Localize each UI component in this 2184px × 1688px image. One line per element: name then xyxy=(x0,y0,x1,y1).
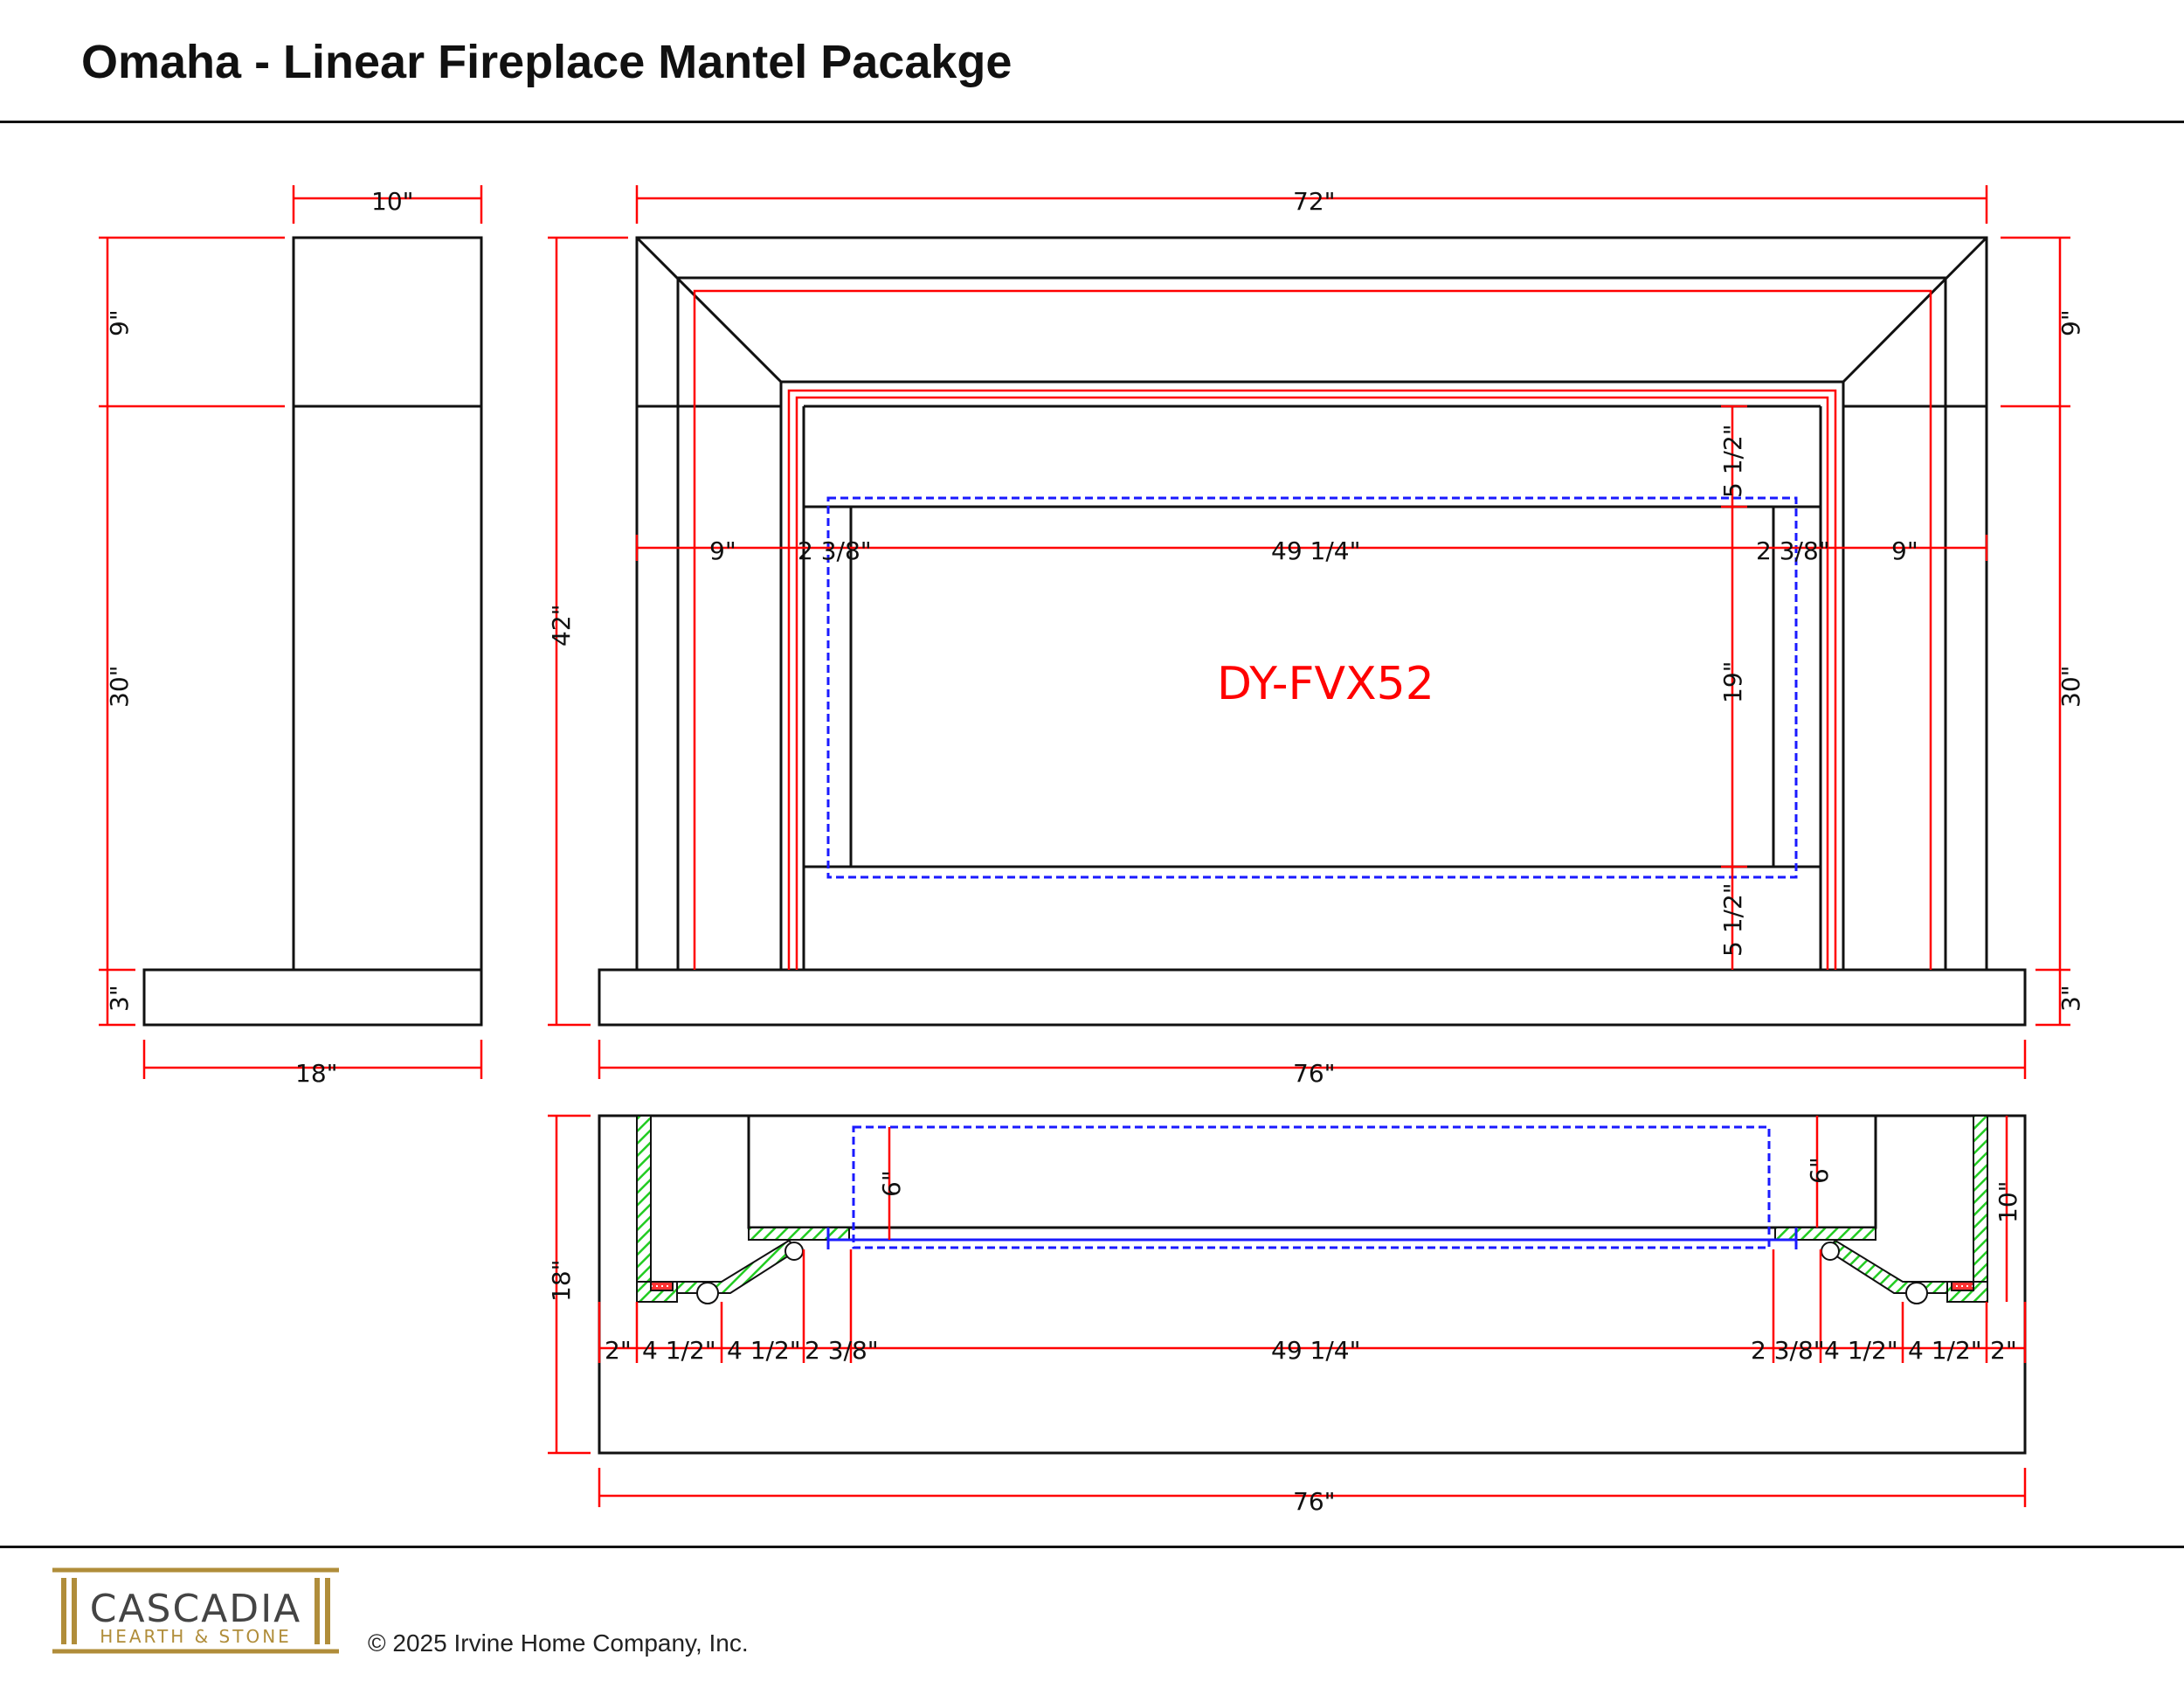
side-base-width-label: 18" xyxy=(295,1059,338,1088)
plan-right-depth-label: 6" xyxy=(1805,1157,1834,1184)
cascadia-logo: CASCADIA HEARTH & STONE xyxy=(52,1567,339,1654)
plan-d5-label: 49 1/4" xyxy=(1271,1336,1360,1365)
plan-d3-label: 4 1/2" xyxy=(727,1336,801,1365)
front-view xyxy=(598,236,2027,1027)
logo-line2: HEARTH & STONE xyxy=(100,1626,292,1647)
front-dimensions xyxy=(548,185,2070,1079)
opening-width-label: 49 1/4" xyxy=(1271,536,1360,565)
plan-left-depth-label: 6" xyxy=(877,1170,906,1197)
bottom-gap-label: 5 1/2" xyxy=(1718,882,1747,957)
side-view xyxy=(142,236,483,1027)
copyright-text: © 2025 Irvine Home Company, Inc. xyxy=(368,1629,749,1657)
front-outer-frame xyxy=(635,236,1988,970)
right-reveal-label: 2 3/8" xyxy=(1756,536,1830,565)
header-divider xyxy=(0,121,2184,123)
plan-dimension-labels: 18" 76" 6" 6" 10" 2" 4 1/2" 4 1/2" 2 3/8… xyxy=(547,1157,2022,1516)
front-dimension-labels: 72" 42" 9" 2 3/8" 49 1/4" 2 3/8" 9" 5 1/… xyxy=(547,187,2085,1088)
plan-d8-label: 4 1/2" xyxy=(1908,1336,1982,1365)
front-hearth xyxy=(598,968,2027,1027)
right-leg-label: 9" xyxy=(1891,536,1918,565)
opening-height-label: 19" xyxy=(1718,661,1747,703)
plan-dimensions xyxy=(548,1114,2027,1507)
plan-width-label: 76" xyxy=(1293,1487,1336,1516)
plan-d9-label: 2" xyxy=(1990,1336,2017,1365)
plan-depth-label: 18" xyxy=(547,1259,576,1302)
plan-right-side-label: 10" xyxy=(1994,1180,2022,1223)
left-leg-label: 9" xyxy=(709,536,736,565)
right-h-top-label: 9" xyxy=(2056,309,2085,336)
front-middle-frame xyxy=(676,276,1947,970)
firebox-insert-outline xyxy=(826,496,1798,879)
side-column xyxy=(292,236,483,972)
side-hearth xyxy=(142,968,483,1027)
plan-firebox-outline xyxy=(852,1125,1771,1249)
plan-chase xyxy=(747,1116,1877,1229)
plan-d4-label: 2 3/8" xyxy=(805,1336,879,1365)
side-h-top-label: 9" xyxy=(105,309,134,336)
front-inner-frame xyxy=(779,380,1845,970)
firebox-glass xyxy=(849,505,1775,868)
base-width-label: 76" xyxy=(1293,1059,1336,1088)
side-top-width-label: 10" xyxy=(371,187,414,216)
plan-d1-label: 2" xyxy=(605,1336,632,1365)
plan-right-leg xyxy=(1774,1115,1988,1304)
side-dimensions xyxy=(99,185,483,1079)
plan-d2-label: 4 1/2" xyxy=(642,1336,716,1365)
plan-left-leg xyxy=(636,1115,850,1304)
left-reveal-label: 2 3/8" xyxy=(798,536,872,565)
plan-hearth xyxy=(598,1114,2027,1455)
side-h-mid-label: 30" xyxy=(105,665,134,708)
page-title: Omaha - Linear Fireplace Mantel Pacakge xyxy=(81,36,1013,88)
side-dimension-labels: 10" 18" 9" 30" 3" xyxy=(105,187,414,1088)
overall-height-label: 42" xyxy=(547,604,576,647)
logo-line1: CASCADIA xyxy=(90,1587,302,1631)
front-red-lines xyxy=(693,289,1932,970)
plan-view xyxy=(598,1114,2027,1455)
footer-divider xyxy=(0,1546,2184,1548)
top-gap-label: 5 1/2" xyxy=(1718,424,1747,498)
plan-d7-label: 4 1/2" xyxy=(1824,1336,1898,1365)
overall-width-label: 72" xyxy=(1293,187,1336,216)
right-h-mid-label: 30" xyxy=(2056,665,2085,708)
side-h-base-label: 3" xyxy=(105,985,134,1012)
right-h-base-label: 3" xyxy=(2056,985,2085,1012)
model-label: DY-FVX52 xyxy=(1217,658,1434,710)
plan-d6-label: 2 3/8" xyxy=(1751,1336,1825,1365)
